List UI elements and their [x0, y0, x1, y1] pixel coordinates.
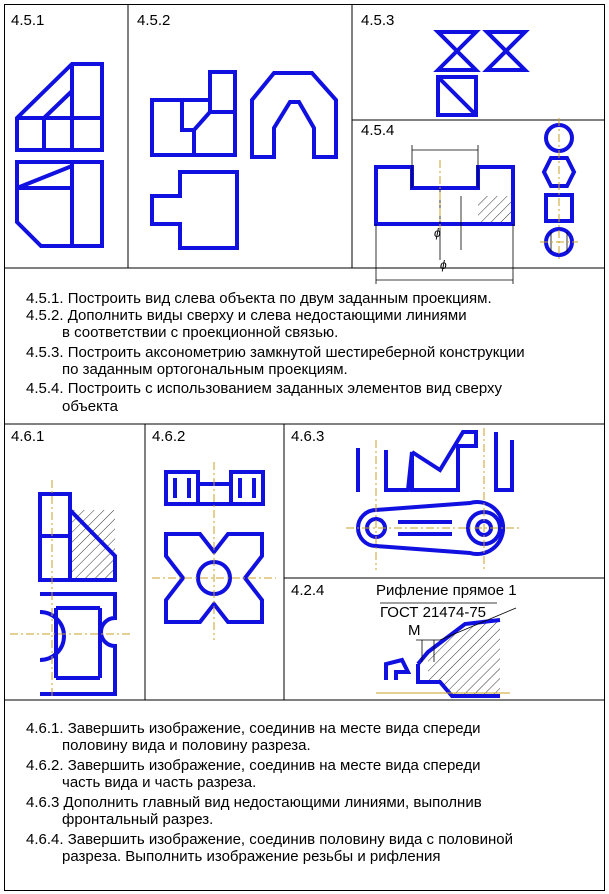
drawing-4-6-3 [346, 428, 520, 570]
label-4-5-3: 4.5.3 [358, 12, 398, 30]
task-line: по заданным ортогональным проекциям. [62, 361, 348, 378]
task-line: фронтальный разрез. [62, 811, 214, 828]
task-line: 4.5.2. Дополнить виды сверху и слева нед… [26, 307, 467, 324]
task-line: 4.6.4. Завершить изображение, соединив п… [26, 831, 513, 848]
task-line: разреза. Выполнить изображение резьбы и … [62, 848, 441, 865]
drawing-4-6-1 [10, 480, 130, 698]
task-line: в соответствии с проекционной связью. [62, 324, 339, 341]
drawing-4-5-3 [433, 30, 530, 117]
task-line: 4.6.2. Завершить изображение, соединив н… [26, 757, 481, 774]
task-line: часть вида и часть разреза. [62, 774, 257, 791]
gost-note: ГОСТ 21474-75 [380, 604, 487, 621]
drawing-4-2-4 [376, 602, 517, 698]
drawing-4-5-2 [150, 70, 338, 250]
label-4-6-3: 4.6.3 [288, 428, 328, 446]
axes-4-6-2 [152, 462, 276, 640]
label-4-5-4: 4.5.4 [358, 122, 398, 140]
task-line: половину вида и половину разреза. [62, 737, 311, 754]
label-4-5-2: 4.5.2 [134, 12, 174, 30]
label-4-6-2: 4.6.2 [149, 428, 189, 446]
task-line: 4.5.1. Построить вид слева объекта по дв… [26, 290, 492, 307]
task-line: 4.5.4. Построить с использованием заданн… [26, 380, 502, 397]
drawing-4-5-4 [374, 118, 578, 284]
task-line: 4.6.1. Завершить изображение, соединив н… [26, 720, 481, 737]
knurl-note: Рифление прямое 1 [376, 582, 517, 599]
diameter-symbol-1: ϕ [434, 226, 441, 240]
task-line: объекта [62, 398, 118, 415]
thread-m-label: M [408, 622, 421, 639]
drawing-4-5-1 [15, 62, 104, 248]
label-4-5-1: 4.5.1 [8, 12, 48, 30]
label-4-6-1: 4.6.1 [8, 428, 48, 446]
task-line: 4.5.3. Построить аксонометрию замкнутой … [26, 344, 525, 361]
task-line: 4.6.3 Дополнить главный вид недостающими… [26, 794, 482, 811]
frame-grid [4, 4, 605, 891]
label-4-2-4: 4.2.4 [288, 582, 328, 600]
diameter-symbol-2: ϕ [440, 258, 447, 272]
